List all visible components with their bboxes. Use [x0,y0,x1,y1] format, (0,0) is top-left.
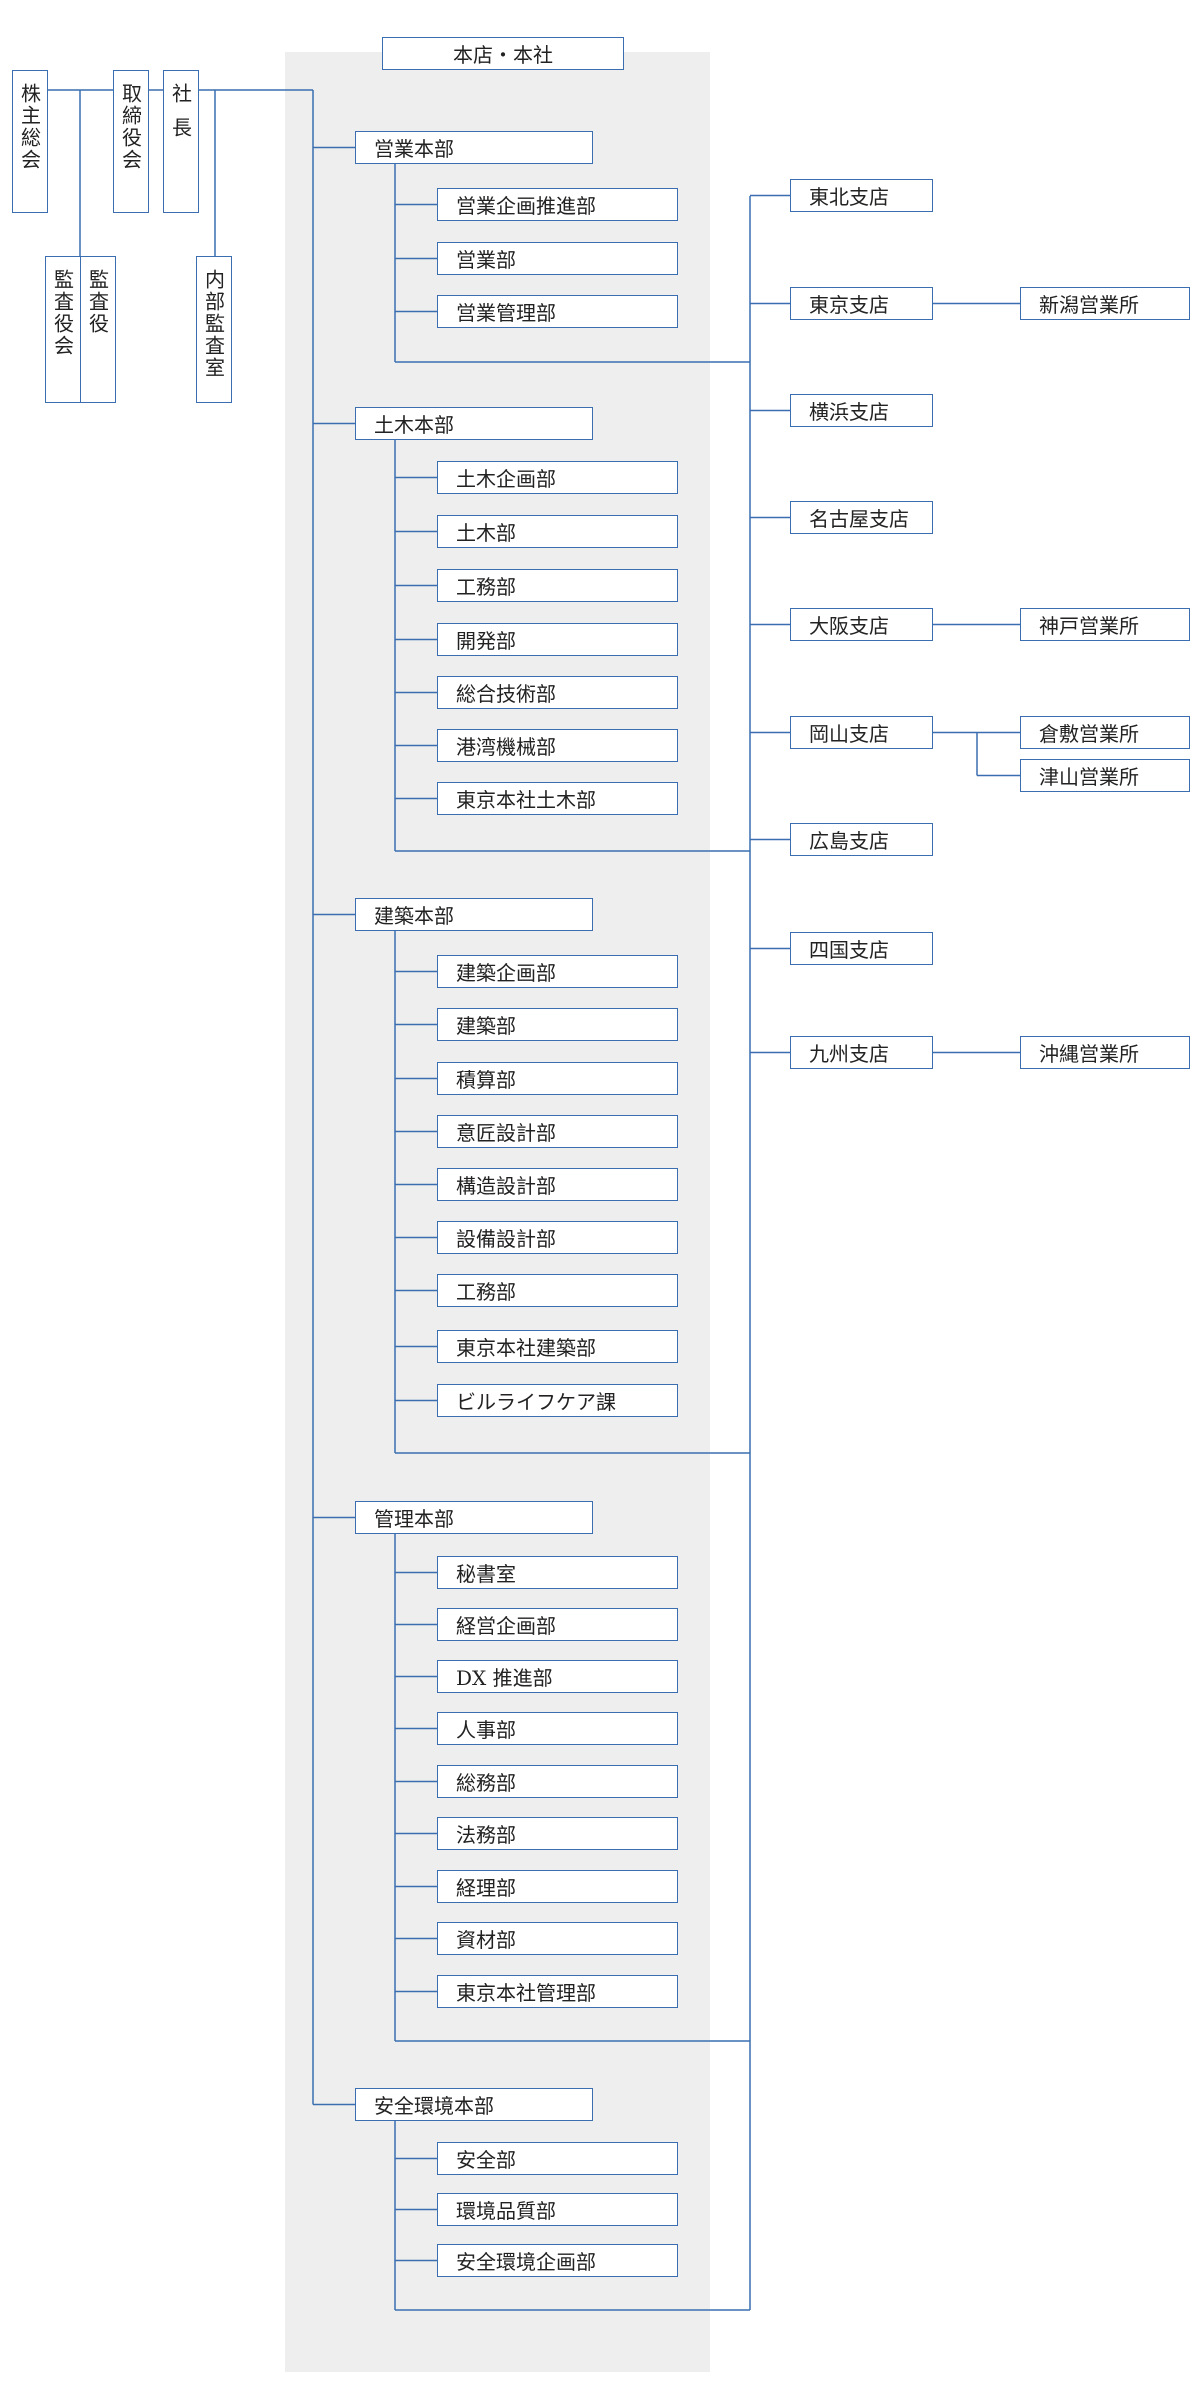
department-box: 経理部 [437,1870,678,1903]
branch-box: 名古屋支店 [790,501,933,534]
department-box: DX 推進部 [437,1660,678,1693]
branch-box: 岡山支店 [790,716,933,749]
department-box: 東京本社土木部 [437,782,678,815]
department-box: 建築部 [437,1008,678,1041]
department-box: 法務部 [437,1817,678,1850]
auditors-box: 監査役 [80,256,116,403]
department-box: 営業管理部 [437,295,678,328]
sales-office-box: 神戸営業所 [1020,608,1190,641]
department-box: 総務部 [437,1765,678,1798]
branch-box: 東北支店 [790,179,933,212]
department-box: 経営企画部 [437,1608,678,1641]
sales-office-box: 津山営業所 [1020,759,1190,792]
division-box: 管理本部 [355,1501,593,1534]
department-box: 土木企画部 [437,461,678,494]
sales-office-box: 倉敷営業所 [1020,716,1190,749]
department-box: 営業企画推進部 [437,188,678,221]
board-box: 取締役会 [113,70,149,213]
department-box: 工務部 [437,1274,678,1307]
internal-audit-box: 内部監査室 [196,256,232,403]
department-box: 設備設計部 [437,1221,678,1254]
department-box: 土木部 [437,515,678,548]
head-office-title: 本店・本社 [382,37,624,70]
department-box: 人事部 [437,1712,678,1745]
shareholders-box: 株主総会 [12,70,48,213]
division-box: 土木本部 [355,407,593,440]
division-box: 建築本部 [355,898,593,931]
department-box: 営業部 [437,242,678,275]
sales-office-box: 新潟営業所 [1020,287,1190,320]
branch-box: 東京支店 [790,287,933,320]
audit-board-box: 監査役会 [45,256,81,403]
branch-box: 大阪支店 [790,608,933,641]
department-box: 安全部 [437,2142,678,2175]
division-box: 営業本部 [355,131,593,164]
branch-box: 横浜支店 [790,394,933,427]
department-box: 総合技術部 [437,676,678,709]
department-box: 開発部 [437,623,678,656]
department-box: 東京本社建築部 [437,1330,678,1363]
department-box: 構造設計部 [437,1168,678,1201]
department-box: 環境品質部 [437,2193,678,2226]
department-box: 積算部 [437,1062,678,1095]
branch-box: 広島支店 [790,823,933,856]
department-box: 安全環境企画部 [437,2244,678,2277]
department-box: 秘書室 [437,1556,678,1589]
sales-office-box: 沖縄営業所 [1020,1036,1190,1069]
branch-box: 四国支店 [790,932,933,965]
department-box: 東京本社管理部 [437,1975,678,2008]
department-box: 港湾機械部 [437,729,678,762]
department-box: 建築企画部 [437,955,678,988]
department-box: ビルライフケア課 [437,1384,678,1417]
branch-box: 九州支店 [790,1036,933,1069]
division-box: 安全環境本部 [355,2088,593,2121]
president-box: 社長 [163,70,199,213]
department-box: 意匠設計部 [437,1115,678,1148]
department-box: 資材部 [437,1922,678,1955]
department-box: 工務部 [437,569,678,602]
